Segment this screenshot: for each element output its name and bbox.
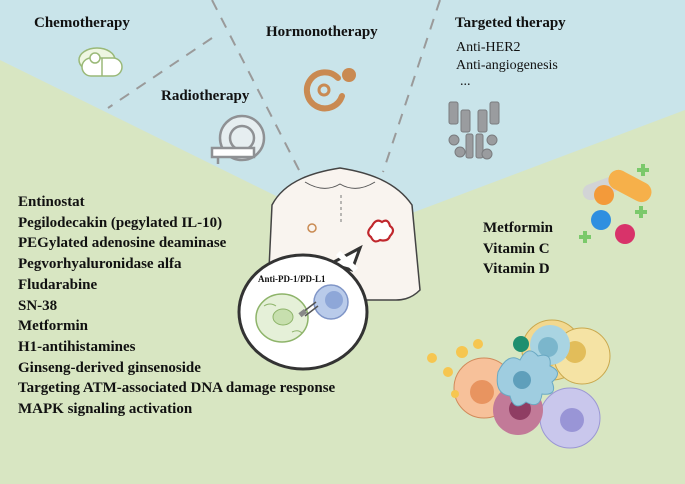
radiotherapy-machine-icon	[210, 114, 266, 164]
list-item: MAPK signaling activation	[18, 401, 193, 418]
tumor-cell-icon	[255, 293, 309, 343]
list-item: Pegilodecakin (pegylated IL-10)	[18, 214, 223, 231]
list-item: Pegvorhyaluronidase alfa	[18, 256, 182, 273]
supplements-list: Metformin Vitamin C Vitamin D	[483, 218, 553, 280]
list-item: H1-antihistamines	[18, 338, 136, 355]
targeted-item-ellipsis: ...	[460, 74, 471, 89]
antibody-icon	[448, 101, 500, 160]
background-blue-funnel	[0, 0, 685, 225]
list-item: Targeting ATM-associated DNA damage resp…	[18, 380, 336, 397]
list-item: PEGylated adenosine deaminase	[18, 235, 227, 252]
list-item: Fludarabine	[18, 276, 98, 293]
combination-agents-list: Entinostat Pegilodecakin (pegylated IL-1…	[18, 192, 335, 420]
immunotherapy-label: Anti-PD-1/PD-L1	[258, 274, 326, 284]
list-item: Metformin	[18, 318, 88, 335]
hormone-receptor-icon	[303, 68, 356, 112]
tumor-microenvironment-cells-icon	[427, 319, 611, 449]
left-breast-nipple	[307, 223, 317, 233]
list-item: Metformin	[483, 220, 553, 236]
pill-capsule-icon	[78, 47, 123, 77]
list-item: Entinostat	[18, 194, 85, 210]
targeted-item-anti-her2: Anti-HER2	[456, 40, 521, 55]
tumor-icon	[367, 219, 395, 243]
list-item: SN-38	[18, 297, 58, 314]
medicine-pills-icon	[579, 164, 652, 244]
targeted-therapy-title: Targeted therapy	[455, 15, 566, 31]
radiotherapy-label: Radiotherapy	[161, 88, 250, 104]
targeted-item-anti-angiogenesis: Anti-angiogenesis	[456, 58, 558, 73]
list-item: Ginseng-derived ginsenoside	[18, 359, 201, 376]
t-cell-icon	[298, 284, 349, 320]
dashed-dividers	[107, 0, 441, 173]
list-item: Vitamin C	[483, 240, 550, 257]
hormonotherapy-label: Hormonotherapy	[266, 24, 378, 40]
list-item: Vitamin D	[483, 261, 550, 277]
chemotherapy-label: Chemotherapy	[34, 15, 130, 31]
